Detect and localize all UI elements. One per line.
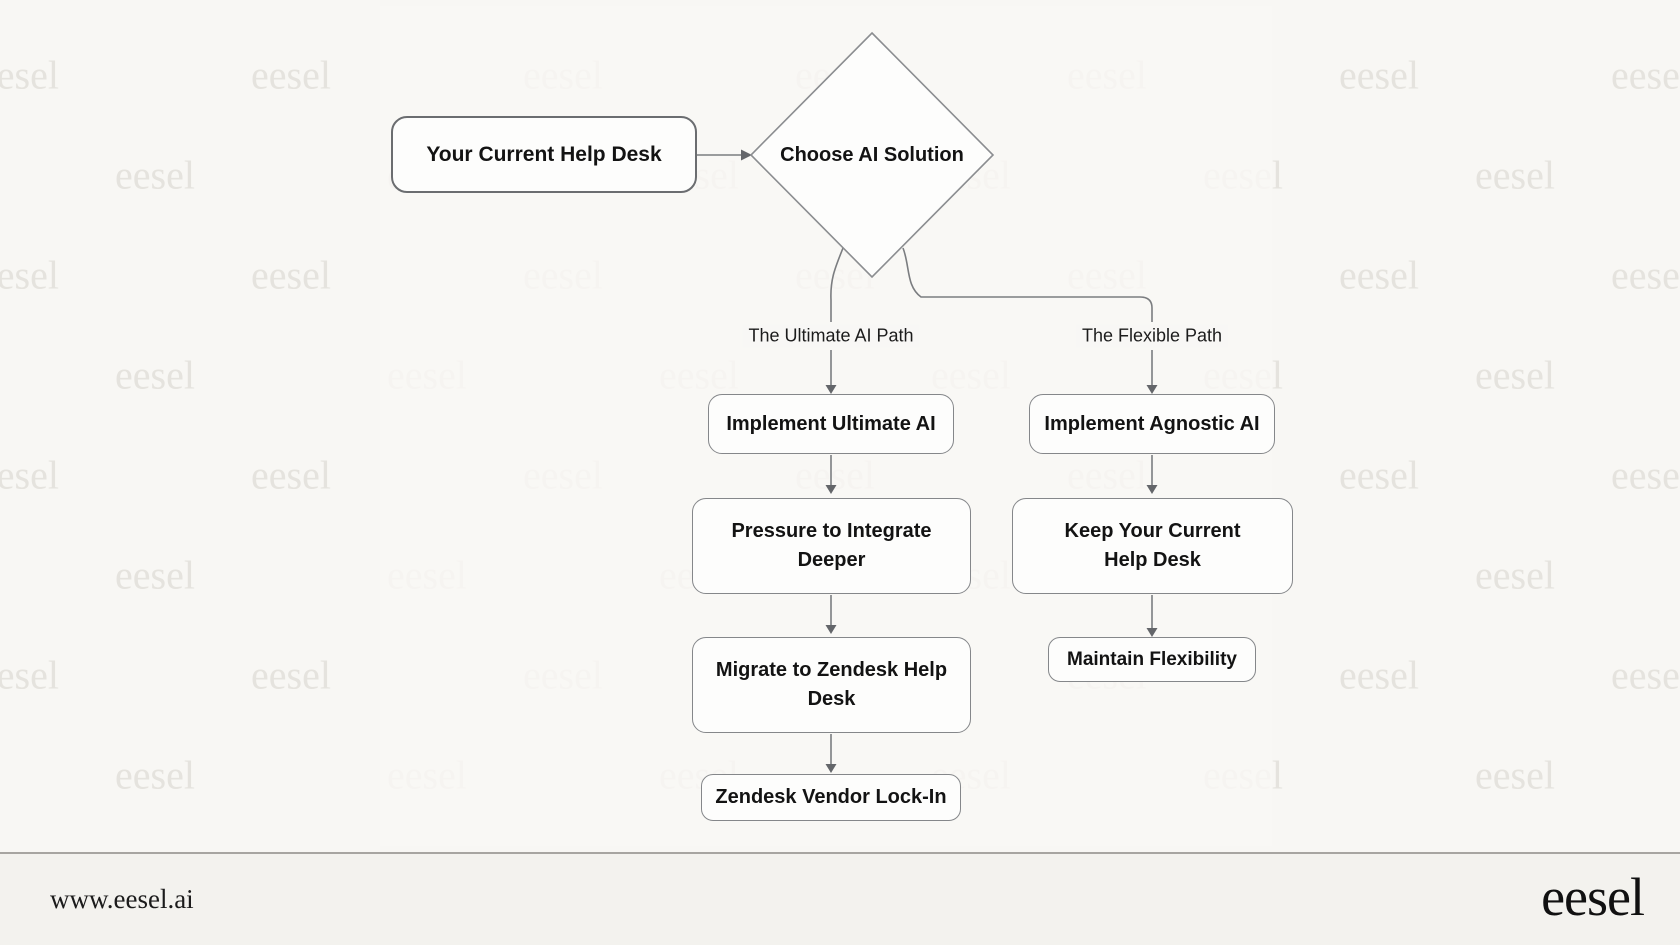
watermark-text: eesel [0, 52, 59, 98]
decision-diamond [749, 31, 995, 279]
edge-choose-to-ultimate-top [830, 247, 844, 322]
node-maintain-flexibility: Maintain Flexibility [1048, 637, 1256, 682]
node-zendesk-vendor-lock-in: Zendesk Vendor Lock-In [701, 774, 961, 821]
edge-choose-to-flexible-top [902, 247, 1153, 322]
watermark-text: eesel [1611, 252, 1680, 298]
watermark-text: eesel [1339, 452, 1419, 498]
watermark-text: eesel [1475, 552, 1555, 598]
watermark-text: eesel [251, 452, 331, 498]
watermark-text: eesel [251, 252, 331, 298]
footer-website-url: www.eesel.ai [50, 884, 194, 914]
watermark-text: eesel [0, 252, 59, 298]
watermark-text: eesel [0, 452, 59, 498]
watermark-text: eesel [0, 652, 59, 698]
flowchart-edges [697, 31, 1158, 773]
watermark-text: eesel [1475, 152, 1555, 198]
node-keep-your-current-help-desk: Keep Your Current Help Desk [1012, 498, 1293, 594]
watermark-text: eesel [251, 52, 331, 98]
footer-bar: www.eesel.ai eesel [0, 852, 1680, 945]
edge-label-ultimate-ai-path: The Ultimate AI Path [742, 324, 920, 348]
node-migrate-to-zendesk-help-desk: Migrate to Zendesk Help Desk [692, 637, 971, 733]
node-implement-ultimate-ai: Implement Ultimate AI [708, 394, 954, 454]
watermark-text: eesel [115, 152, 195, 198]
watermark-text: eesel [1339, 652, 1419, 698]
edge-label-flexible-path: The Flexible Path [1075, 324, 1229, 348]
watermark-text: eesel [115, 352, 195, 398]
flowchart-canvas: eesel eesel eesel eesel eesel eesel eesel eesel… [0, 31, 1680, 821]
watermark-text: eesel [1339, 52, 1419, 98]
watermark-text: eesel [1475, 752, 1555, 798]
watermark-text: eesel [1475, 352, 1555, 398]
eesel-logo: eesel [1541, 866, 1645, 927]
watermark-text: eesel [1611, 452, 1680, 498]
node-choose-ai-solution-label: Choose AI Solution [780, 143, 964, 166]
node-implement-agnostic-ai: Implement Agnostic AI [1029, 394, 1275, 454]
watermark-text: eesel [1611, 652, 1680, 698]
watermark-text: eesel [251, 652, 331, 698]
watermark-text: eesel [1611, 52, 1680, 98]
watermark-text: eesel [115, 752, 195, 798]
watermark-text: eesel [115, 552, 195, 598]
node-pressure-to-integrate-deeper: Pressure to Integrate Deeper [692, 498, 971, 594]
arrowheads [741, 149, 1158, 773]
watermark-text: eesel [1339, 252, 1419, 298]
node-your-current-help-desk: Your Current Help Desk [391, 116, 697, 193]
